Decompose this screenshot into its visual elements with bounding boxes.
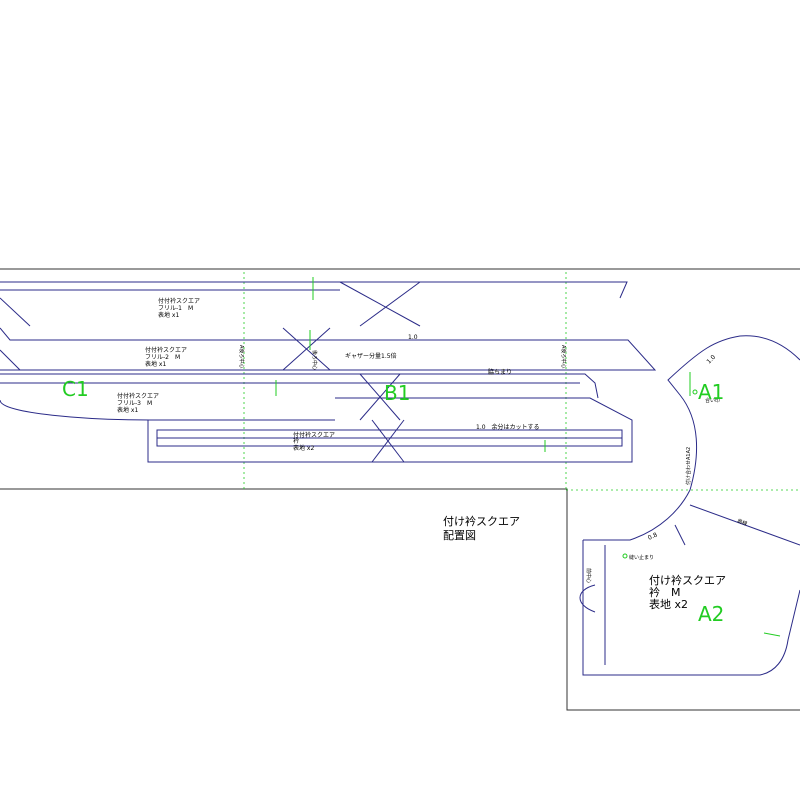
marker-b1: B1 <box>384 381 410 405</box>
band-piece <box>147 397 633 463</box>
frill-2-piece <box>0 327 657 371</box>
frill-1-title: 付付衿スクエア <box>158 297 200 305</box>
frill-3-name: フリル-3 M <box>117 400 152 407</box>
frill-1-label: 付付衿スクエア フリル-1 M 表地 x1 <box>158 297 200 319</box>
band-name: 衿 <box>293 437 299 445</box>
frill-2-name: フリル-2 M <box>145 354 180 361</box>
band-qty: 表地 x2 <box>293 444 314 452</box>
collar-name: 衿 M <box>649 585 681 599</box>
frill-3-title: 付付衿スクエア <box>117 392 159 400</box>
frill-2-title: 付付衿スクエア <box>145 346 187 354</box>
marker-c1: C1 <box>62 377 89 401</box>
collar-piece <box>579 335 800 676</box>
grain-guides <box>243 272 800 491</box>
dim-a2: 0.8 <box>647 531 659 541</box>
collar-label: 付け衿スクエア 衿 M 表地 x2 <box>649 573 726 611</box>
frill-2-qty: 表地 x1 <box>145 360 166 368</box>
ease-end-note: 縫い止まり <box>629 554 654 561</box>
frill-1-qty: 表地 x1 <box>158 311 179 319</box>
frill-2-label: 付付衿スクエア フリル-2 M 表地 x1 <box>145 346 187 368</box>
guide-left-note: A後ろ中心 <box>238 345 245 368</box>
marker-a1: A1 <box>698 380 724 404</box>
edge-note: 肩線 <box>736 517 748 527</box>
band-title: 付付衿スクエア <box>293 431 335 439</box>
back-center-note: 後ろ中心 <box>311 350 318 370</box>
dim-a1: 1.0 <box>705 354 717 366</box>
fold-note: 脇ちまり <box>488 369 512 376</box>
frill-1-piece <box>0 281 628 327</box>
seam-note-top: 1.0 <box>408 334 418 341</box>
front-center-note: 前中心 <box>585 568 592 583</box>
collar-notches <box>622 372 781 637</box>
frill-1-name: フリル-1 M <box>158 305 193 312</box>
notch-marks <box>275 277 546 452</box>
frill-3-piece <box>0 373 599 421</box>
frill-3-qty: 表地 x1 <box>117 406 138 414</box>
frill-3-label: 付付衿スクエア フリル-3 M 表地 x1 <box>117 392 159 414</box>
gather-note: ギャザー分量1.5倍 <box>345 352 397 360</box>
cut-off-note: 1.0 余分はカットする <box>476 423 540 431</box>
guide-right-note: A後ろ中心 <box>560 345 567 368</box>
center-match-note: 付け合わせA1A2 <box>685 447 692 485</box>
collar-qty: 表地 x2 <box>649 597 688 611</box>
notch-match-note: 合い印 <box>705 397 720 404</box>
placement-title: 付け衿スクエア <box>443 514 520 528</box>
placement-subtitle: 配置図 <box>443 529 476 542</box>
marker-a2: A2 <box>698 602 724 626</box>
layout-frame <box>0 268 800 711</box>
band-label: 付付衿スクエア 衿 表地 x2 <box>293 431 335 452</box>
collar-title: 付け衿スクエア <box>649 573 726 587</box>
